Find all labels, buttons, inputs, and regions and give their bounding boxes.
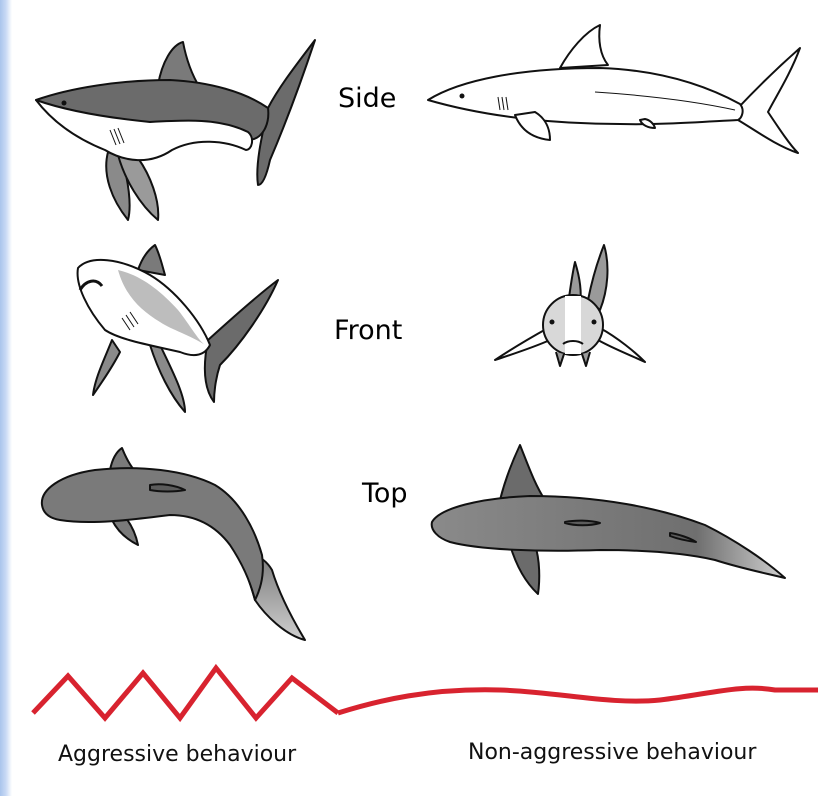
normal-top-body	[432, 496, 785, 578]
aggressive-side-shark	[36, 40, 315, 220]
normal-front-right-pectoral	[598, 328, 645, 362]
normal-top-upper-pectoral	[500, 445, 545, 500]
normal-top-dorsal-fin-mark	[565, 521, 600, 526]
normal-side-shark	[428, 25, 800, 153]
top-view-label: Top	[362, 478, 408, 509]
normal-top-shark	[432, 445, 785, 594]
aggressive-front-left-fin	[93, 340, 120, 395]
normal-side-body	[428, 68, 743, 124]
normal-side-dorsal-fin	[560, 25, 608, 68]
aggressive-zigzag-line	[33, 668, 338, 718]
aggressive-front-right-fin	[150, 345, 185, 412]
aggressive-front-shark	[78, 245, 278, 412]
aggressive-top-shark	[42, 448, 305, 640]
aggressive-behaviour-caption: Aggressive behaviour	[58, 742, 296, 767]
normal-side-eye	[460, 94, 465, 99]
normal-front-left-eye	[550, 320, 555, 325]
normal-front-left-pectoral	[495, 328, 550, 360]
normal-side-tail	[738, 48, 800, 153]
non-aggressive-behaviour-caption: Non-aggressive behaviour	[468, 740, 756, 765]
non-aggressive-wave-line	[338, 688, 818, 713]
front-view-label: Front	[334, 315, 402, 346]
aggressive-top-right-pectoral	[110, 448, 134, 470]
aggressive-top-left-pectoral	[112, 518, 138, 545]
normal-front-shark	[495, 245, 645, 366]
aggressive-side-eye	[62, 101, 67, 106]
normal-top-lower-pectoral	[510, 545, 539, 594]
side-view-label: Side	[338, 83, 396, 114]
aggressive-front-tail	[205, 280, 278, 402]
normal-front-belly	[565, 296, 581, 354]
normal-front-right-eye	[592, 320, 597, 325]
